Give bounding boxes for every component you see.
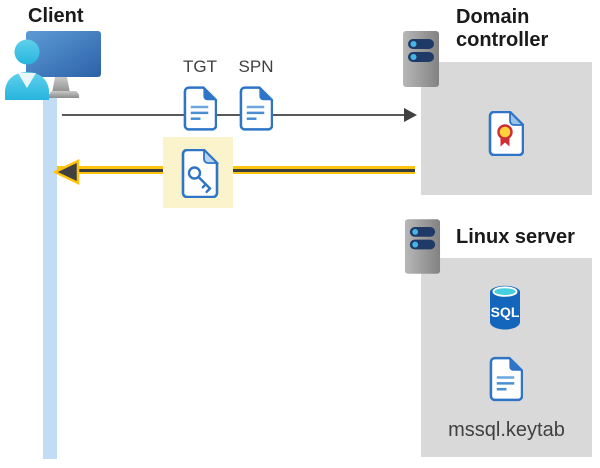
client-label: Client bbox=[28, 5, 84, 27]
response-arrow-core bbox=[74, 169, 415, 172]
domain-controller-label: Domain controller bbox=[456, 6, 549, 51]
tgt-label: TGT bbox=[183, 57, 217, 76]
linux-server-label: Linux server bbox=[456, 226, 575, 248]
key-document-icon bbox=[180, 149, 220, 198]
spn-document-icon bbox=[238, 86, 273, 131]
domain-controller-server-icon bbox=[402, 30, 440, 88]
request-arrow-line bbox=[62, 114, 406, 116]
spn-label: SPN bbox=[238, 57, 274, 76]
certificate-icon bbox=[487, 111, 524, 156]
sql-icon-text: SQL bbox=[491, 304, 520, 320]
client-lifeline-bar bbox=[43, 94, 57, 459]
request-arrow-head bbox=[404, 108, 417, 122]
keytab-document-icon bbox=[488, 356, 523, 402]
keytab-file-label: mssql.keytab bbox=[448, 419, 565, 441]
tgt-document-icon bbox=[182, 86, 217, 131]
monitor-icon bbox=[26, 31, 101, 98]
response-arrow-head bbox=[54, 159, 80, 185]
client-computer-user-icon bbox=[3, 29, 103, 101]
linux-server-icon bbox=[404, 218, 441, 275]
sql-database-icon: SQL bbox=[487, 284, 523, 331]
user-icon bbox=[5, 39, 49, 100]
